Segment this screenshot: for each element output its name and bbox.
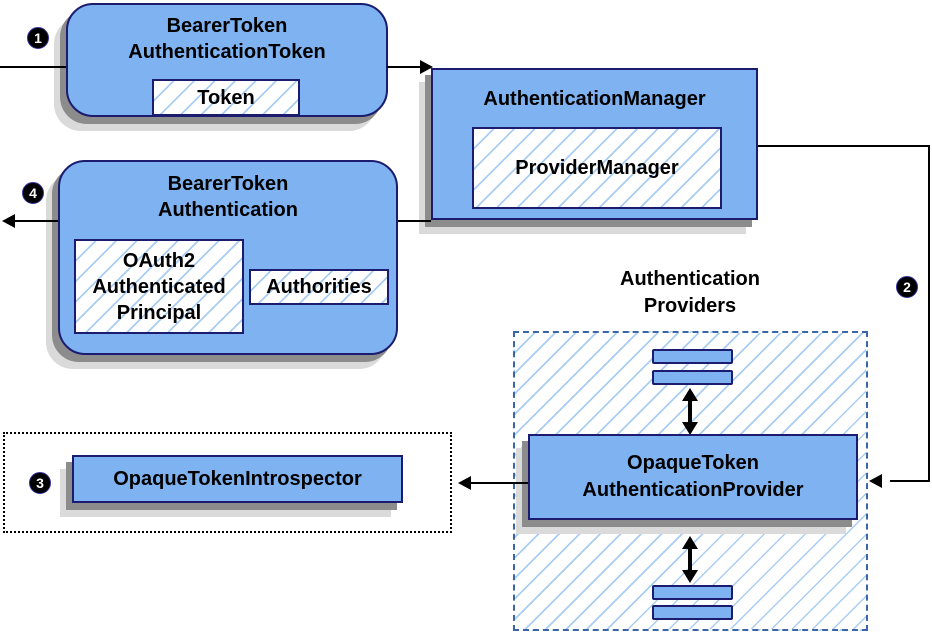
arrowhead-right-icon	[420, 60, 433, 74]
bearer-token-authentication-token-node: BearerToken AuthenticationToken Token	[66, 3, 388, 117]
provider-stack-bar	[652, 349, 733, 364]
flow-line-into-provider	[890, 480, 930, 482]
arrowhead-up-icon	[682, 388, 698, 401]
flow-line-authman-to-bta	[398, 220, 431, 222]
step-3-badge: 3	[29, 472, 51, 494]
arrowhead-down-icon	[682, 422, 698, 435]
oauth2-authenticated-principal-field: OAuth2 Authenticated Principal	[74, 239, 244, 334]
provider-stack-bar	[652, 370, 733, 385]
field-label: Token	[197, 86, 255, 109]
arrowhead-left-icon	[2, 214, 15, 228]
step-4-badge: 4	[22, 182, 44, 204]
field-label: Authorities	[266, 276, 372, 298]
flow-line-request-in	[0, 66, 66, 68]
node-title: OpaqueTokenIntrospector	[113, 467, 362, 490]
provider-link-arrow-top	[680, 388, 700, 435]
authentication-providers-label: Authentication Providers	[620, 268, 760, 317]
step-1-badge: 1	[27, 27, 49, 49]
field-label: OAuth2 Authenticated Principal	[92, 249, 226, 324]
step-number: 1	[34, 30, 42, 46]
arrowhead-up-icon	[682, 536, 698, 549]
provider-stack-bar	[652, 605, 733, 620]
opaque-token-introspector-node: OpaqueTokenIntrospector	[72, 455, 403, 503]
provider-link-arrow-bottom	[680, 536, 700, 583]
arrowhead-down-icon	[682, 570, 698, 583]
step-number: 3	[36, 475, 44, 491]
node-title: BearerToken AuthenticationToken	[128, 15, 326, 63]
arrow-shaft	[688, 398, 692, 425]
introspector-container	[3, 432, 452, 533]
step-number: 2	[903, 279, 911, 295]
flow-line-step2-vertical	[928, 145, 930, 482]
opaque-token-authentication-provider-node: OpaqueToken AuthenticationProvider	[528, 434, 858, 520]
node-title: OpaqueToken AuthenticationProvider	[582, 452, 804, 501]
node-title: BearerToken Authentication	[158, 173, 298, 221]
provider-stack-bar	[652, 585, 733, 600]
arrowhead-left-icon	[869, 474, 882, 488]
flow-line-to-authentication-manager	[387, 66, 421, 68]
step-number: 4	[29, 185, 37, 201]
arrow-shaft	[688, 546, 692, 573]
flow-line-to-introspector	[470, 482, 528, 484]
flow-line-result-out	[14, 220, 58, 222]
step-2-badge: 2	[896, 276, 918, 298]
authentication-manager-node: AuthenticationManager ProviderManager	[431, 68, 758, 220]
arrowhead-left-icon	[458, 476, 471, 490]
token-field: Token	[152, 79, 300, 116]
node-title: AuthenticationManager	[483, 88, 706, 110]
authorities-field: Authorities	[249, 269, 389, 305]
field-label: ProviderManager	[515, 157, 679, 179]
flow-line-step2-horizontal	[758, 145, 930, 147]
provider-manager-field: ProviderManager	[472, 127, 722, 209]
bearer-token-authentication-node: BearerToken Authentication OAuth2 Authen…	[58, 160, 398, 355]
